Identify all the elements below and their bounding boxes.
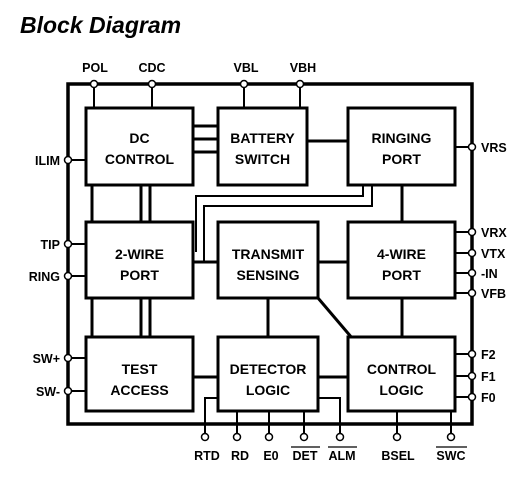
pin-label-bsel: BSEL: [381, 449, 415, 463]
block-label: CONTROL: [105, 151, 175, 167]
pin-label-vfb: VFB: [481, 287, 506, 301]
block-label: ACCESS: [110, 382, 168, 398]
pin-label-ilim: ILIM: [35, 154, 60, 168]
pin-label-f2: F2: [481, 348, 496, 362]
block-label: 2-WIRE: [115, 246, 164, 262]
pin-label-f1: F1: [481, 370, 496, 384]
pin-label-rtd: RTD: [194, 449, 220, 463]
pin-cdc: [147, 79, 157, 89]
block-label: LOGIC: [379, 382, 423, 398]
pins-right: VRS VRX VTX -IN VFB F2 F1 F0: [467, 141, 507, 405]
block-label: PORT: [382, 151, 421, 167]
block-ringing-port: RINGING PORT: [346, 106, 457, 187]
pin-f2: [467, 349, 477, 359]
pin-rd: [232, 432, 242, 442]
pin-rtd: [200, 432, 210, 442]
pin-label-sw-minus: SW-: [36, 385, 60, 399]
block-label: DC: [129, 130, 149, 146]
pin-label-vrs: VRS: [481, 141, 507, 155]
block-label: SENSING: [236, 267, 299, 283]
pin-bsel: [392, 432, 402, 442]
pin-label-tip: TIP: [41, 238, 60, 252]
pin-swc: [446, 432, 456, 442]
pin-vfb: [467, 288, 477, 298]
pin-label-vrx: VRX: [481, 226, 507, 240]
pin-ilim: [63, 155, 73, 165]
pin-label-cdc: CDC: [138, 61, 165, 75]
pin-vrs: [467, 142, 477, 152]
block-transmit-sensing: TRANSMIT SENSING: [216, 220, 320, 300]
pin-label-det: DET: [293, 449, 318, 463]
pin-vbh: [295, 79, 305, 89]
block-4-wire-port: 4-WIRE PORT: [346, 220, 457, 300]
pin-label-pol: POL: [82, 61, 108, 75]
block-battery-switch: BATTERY SWITCH: [216, 106, 309, 187]
pin-vbl: [239, 79, 249, 89]
pin-label-vbh: VBH: [290, 61, 316, 75]
block-control-logic: CONTROL LOGIC: [346, 335, 457, 413]
pin-pol: [89, 79, 99, 89]
block-label: PORT: [120, 267, 159, 283]
pins-top: POL CDC VBL VBH: [82, 61, 316, 89]
block-test-access: TEST ACCESS: [84, 335, 195, 413]
block-label: TEST: [122, 361, 158, 377]
pin-vtx: [467, 248, 477, 258]
pins-bottom: RTD RD E0 DET ALM BSEL SWC: [194, 432, 467, 463]
block-label: DETECTOR: [230, 361, 307, 377]
pin-e0: [264, 432, 274, 442]
block-label: TRANSMIT: [232, 246, 305, 262]
pin-label-sw-plus: SW+: [33, 352, 60, 366]
pin-ring: [63, 271, 73, 281]
pin-label-vtx: VTX: [481, 247, 506, 261]
pin-label-alm: ALM: [328, 449, 355, 463]
pin-label-f0: F0: [481, 391, 496, 405]
pin-label-ring: RING: [29, 270, 60, 284]
pin-sw-minus: [63, 386, 73, 396]
block-dc-control: DC CONTROL: [84, 106, 195, 187]
pin-label-swc: SWC: [436, 449, 465, 463]
pin-label-e0: E0: [263, 449, 278, 463]
pin-sw-plus: [63, 353, 73, 363]
block-label: PORT: [382, 267, 421, 283]
pin-det: [299, 432, 309, 442]
pins-left: ILIM TIP RING SW+ SW-: [29, 154, 73, 399]
pin-f1: [467, 371, 477, 381]
block-2-wire-port: 2-WIRE PORT: [84, 220, 195, 300]
pin-label-vbl: VBL: [234, 61, 259, 75]
diagram-title: Block Diagram: [20, 12, 181, 38]
pin-minus-in: [467, 268, 477, 278]
pin-alm: [335, 432, 345, 442]
pin-label-rd: RD: [231, 449, 249, 463]
block-label: BATTERY: [230, 130, 295, 146]
pin-f0: [467, 392, 477, 402]
block-label: CONTROL: [367, 361, 437, 377]
pin-tip: [63, 239, 73, 249]
block-label: RINGING: [372, 130, 432, 146]
block-label: SWITCH: [235, 151, 290, 167]
block-label: LOGIC: [246, 382, 290, 398]
pin-vrx: [467, 227, 477, 237]
block-label: 4-WIRE: [377, 246, 426, 262]
pin-label-minus-in: -IN: [481, 267, 498, 281]
block-detector-logic: DETECTOR LOGIC: [216, 335, 320, 413]
